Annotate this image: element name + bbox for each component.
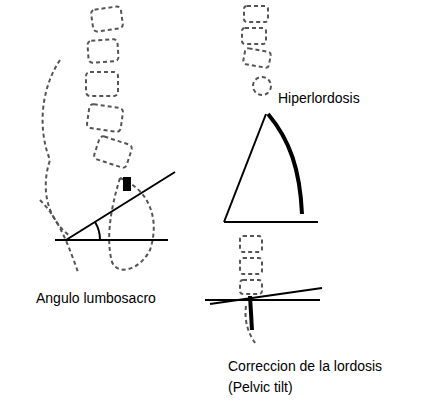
figure-label: Hiperlordosis (276, 88, 362, 109)
figure-label: Angulo lumbosacro (34, 288, 158, 309)
figure-label: Correccion de la lordosis (Pelvic tilt) (226, 356, 412, 398)
